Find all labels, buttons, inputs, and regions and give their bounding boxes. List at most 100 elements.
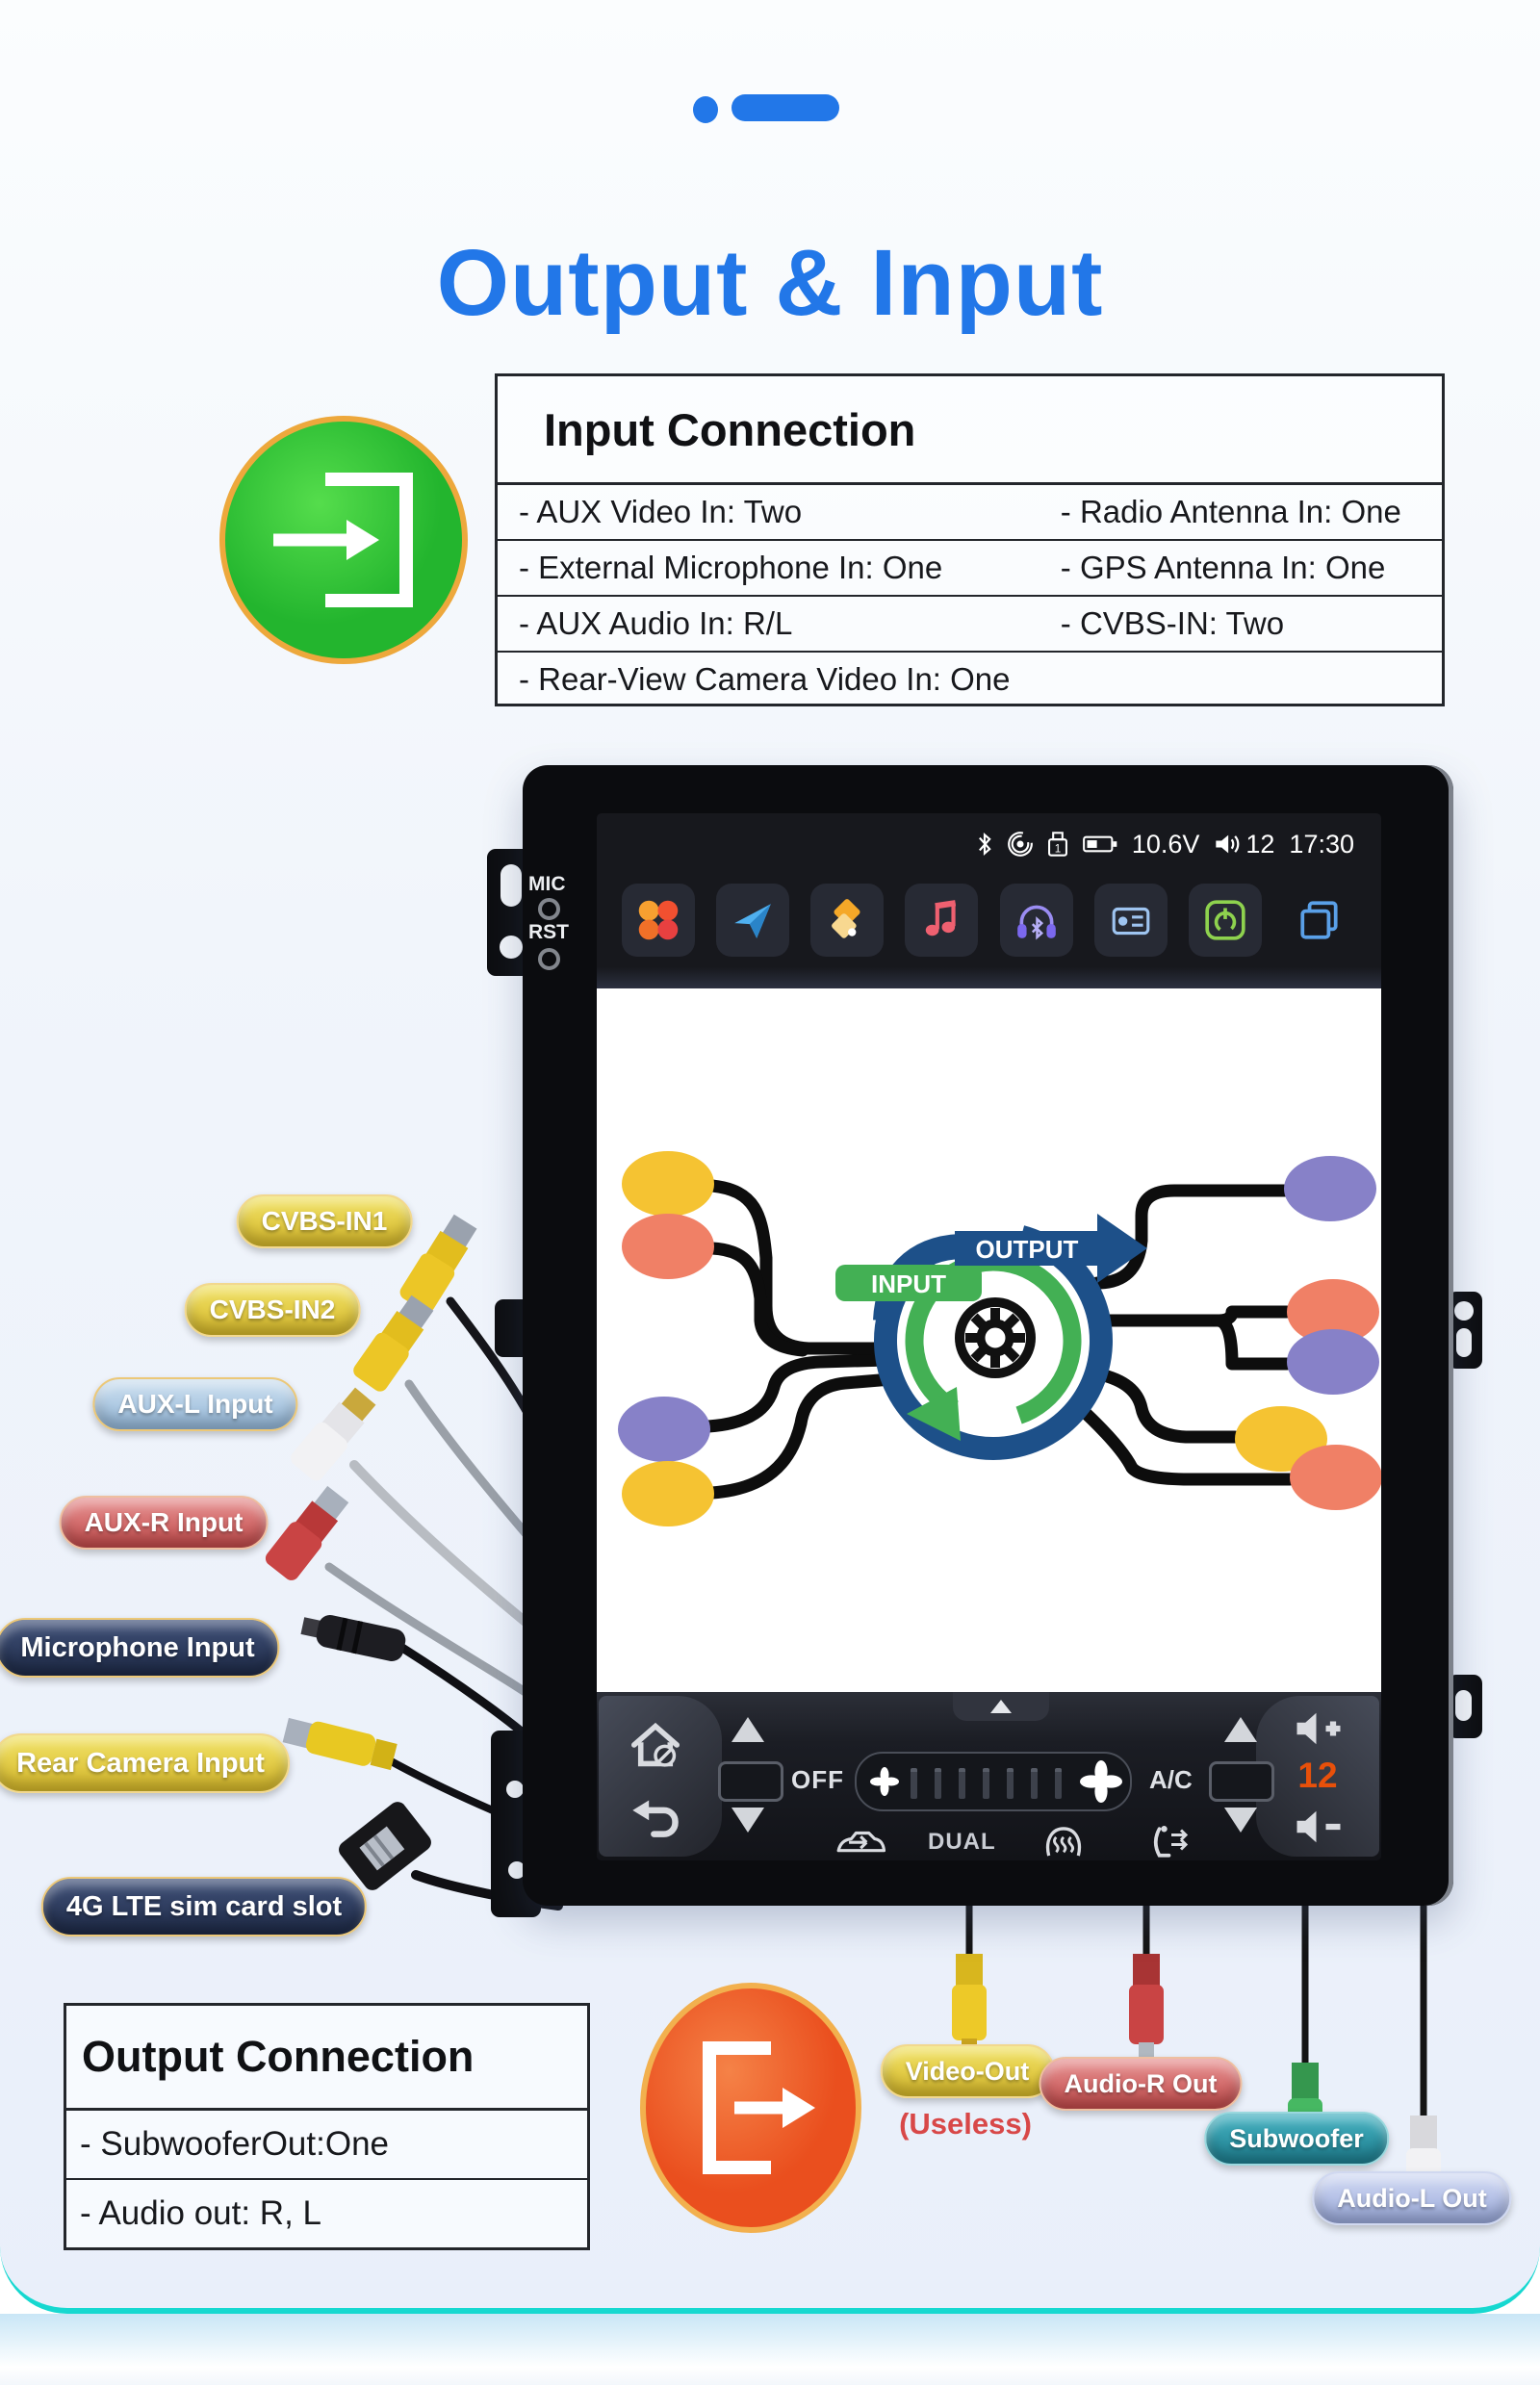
app-icon-power[interactable] xyxy=(1188,884,1262,957)
temp-down-right-button[interactable] xyxy=(1224,1808,1257,1833)
mic-port-hole xyxy=(538,898,560,920)
input-item: - CVBS-IN: Two xyxy=(1060,605,1285,641)
defrost-button[interactable] xyxy=(1041,1825,1086,1859)
fan-large-icon xyxy=(1080,1760,1122,1803)
screen-glow xyxy=(597,967,1381,988)
off-label[interactable]: OFF xyxy=(791,1765,844,1794)
map-icon xyxy=(832,899,860,938)
input-band xyxy=(835,1265,982,1301)
temp-up-left-button[interactable] xyxy=(732,1717,764,1742)
login-arrow-icon xyxy=(219,416,468,664)
io-diagram: INPUT OUTPUT xyxy=(597,988,1381,1692)
device-screen: 1 10.6V 12 17:30 xyxy=(597,813,1381,1860)
output-connection-title: Output Connection xyxy=(66,2006,587,2111)
volume-level: 12 xyxy=(1297,1756,1338,1795)
ac-label[interactable]: A/C xyxy=(1149,1765,1193,1794)
video-out-note: (Useless) xyxy=(899,2107,1032,2141)
input-connection-title: Input Connection xyxy=(498,376,1442,485)
label-microphone-input: Microphone Input xyxy=(0,1618,280,1678)
volume-down-button[interactable] xyxy=(1295,1808,1343,1846)
nav-arrow-icon xyxy=(734,904,771,938)
input-item: - AUX Audio In: R/L xyxy=(519,605,793,641)
app-icon-music[interactable] xyxy=(905,884,979,957)
input-connection-box: Input Connection - AUX Video In: Two - R… xyxy=(495,373,1445,706)
label-video-out: Video-Out xyxy=(880,2044,1055,2098)
reset-port-label: RST xyxy=(528,921,569,943)
voltage-value: 10.6V xyxy=(1131,829,1200,859)
temp-display-left[interactable] xyxy=(718,1761,783,1802)
battery-icon xyxy=(1082,835,1117,853)
recirculation-button[interactable] xyxy=(834,1825,886,1858)
output-arrowhead xyxy=(1097,1214,1147,1283)
climate-bar: 12 OFF xyxy=(597,1692,1381,1860)
label-audio-l-out: Audio-L Out xyxy=(1312,2171,1512,2225)
status-bar: 1 10.6V 12 17:30 xyxy=(976,821,1354,867)
app-icon-navigation[interactable] xyxy=(716,884,790,957)
label-4g-sim-slot: 4G LTE sim card slot xyxy=(40,1877,368,1936)
multi-window-icon xyxy=(1300,901,1338,939)
dual-label[interactable]: DUAL xyxy=(928,1829,996,1855)
bt-headset-icon xyxy=(1016,905,1056,940)
output-connection-icon xyxy=(638,1981,863,2240)
svg-text:1: 1 xyxy=(1055,842,1062,855)
output-item: - Audio out: R, L xyxy=(80,2194,321,2232)
label-cvbs-in1: CVBS-IN1 xyxy=(236,1194,413,1248)
volume-icon xyxy=(1216,834,1240,854)
input-arrowhead xyxy=(907,1387,961,1441)
app-icon-maps[interactable] xyxy=(810,884,885,957)
label-rear-camera-input: Rear Camera Input xyxy=(0,1733,290,1793)
app-dock xyxy=(622,884,1356,959)
label-audio-r-out: Audio-R Out xyxy=(1039,2057,1243,2111)
home-button[interactable] xyxy=(628,1721,683,1769)
temp-down-left-button[interactable] xyxy=(732,1808,764,1833)
apps-clover-icon xyxy=(638,900,679,940)
back-button[interactable] xyxy=(631,1798,681,1840)
app-icon-bluetooth-music[interactable] xyxy=(999,884,1073,957)
app-icon-radio[interactable] xyxy=(1093,884,1168,957)
left-control-panel xyxy=(599,1696,722,1857)
mic-port-label: MIC xyxy=(528,873,566,895)
output-label: OUTPUT xyxy=(976,1235,1079,1264)
fan-small-icon xyxy=(870,1767,899,1796)
label-cvbs-in2: CVBS-IN2 xyxy=(184,1283,361,1337)
table-row: - External Microphone In: One - GPS Ante… xyxy=(498,541,1442,597)
title-deco-bar xyxy=(732,94,839,121)
right-control-panel: 12 xyxy=(1256,1696,1379,1857)
climate-expand-tab[interactable] xyxy=(953,1692,1049,1721)
volume-value: 12 xyxy=(1245,829,1275,859)
label-aux-r-input: AUX-R Input xyxy=(59,1496,269,1550)
input-item: - External Microphone In: One xyxy=(519,550,943,585)
fan-speed-slider[interactable] xyxy=(855,1752,1132,1811)
logout-arrow-icon xyxy=(640,1983,861,2233)
gear-icon xyxy=(955,1297,1036,1378)
output-connection-box: Output Connection - SubwooferOut:One - A… xyxy=(64,2003,590,2250)
usb-storage-icon: 1 xyxy=(1047,832,1067,857)
expand-arrow-icon xyxy=(990,1700,1012,1713)
bottom-fade xyxy=(0,2314,1540,2385)
input-item: - Rear-View Camera Video In: One xyxy=(519,661,1011,697)
label-aux-l-input: AUX-L Input xyxy=(92,1377,298,1431)
app-icon-apps[interactable] xyxy=(622,884,695,957)
title-deco-dot xyxy=(693,96,718,123)
music-note-icon xyxy=(926,900,957,936)
car-head-unit: MIC RST 1 xyxy=(523,765,1453,1906)
mount-tab-right-top xyxy=(1448,1292,1482,1369)
input-label: INPUT xyxy=(871,1269,946,1298)
input-item: - Radio Antenna In: One xyxy=(1060,494,1401,529)
app-icon-multi-window[interactable] xyxy=(1283,884,1356,957)
clock: 17:30 xyxy=(1289,829,1354,859)
bluetooth-icon xyxy=(978,832,991,857)
input-item: - GPS Antenna In: One xyxy=(1060,550,1386,585)
power-icon xyxy=(1205,900,1245,940)
io-nodes xyxy=(618,1151,1381,1526)
page-title: Output & Input xyxy=(436,230,1104,335)
input-connection-icon xyxy=(218,414,470,671)
volume-up-button[interactable] xyxy=(1295,1709,1343,1748)
radio-icon xyxy=(1112,907,1150,936)
hotspot-icon xyxy=(1007,832,1033,857)
temp-up-right-button[interactable] xyxy=(1224,1717,1257,1742)
table-row: - Rear-View Camera Video In: One xyxy=(498,653,1442,706)
vent-mode-button[interactable] xyxy=(1147,1825,1195,1859)
ac-indicator[interactable] xyxy=(1209,1761,1274,1802)
